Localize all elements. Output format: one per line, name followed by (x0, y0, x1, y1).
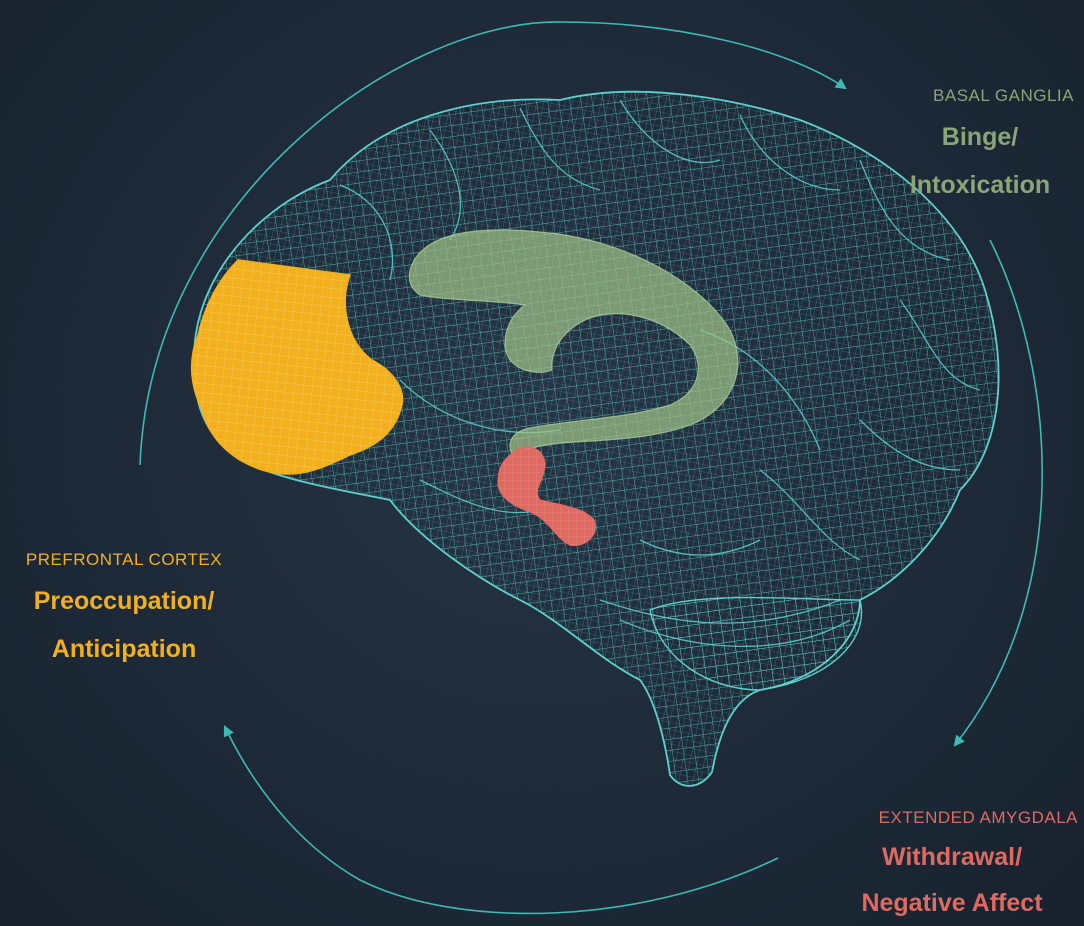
basal-ganglia-label: BASAL GANGLIA Binge/ Intoxication (880, 86, 1080, 202)
withdrawal-negative-affect-stage-line1: Withdrawal/ (820, 840, 1084, 874)
basal-ganglia-region-name: BASAL GANGLIA (880, 86, 1080, 106)
withdrawal-negative-affect-stage-line2: Negative Affect (820, 886, 1084, 920)
binge-intoxication-stage-line1: Binge/ (880, 120, 1080, 154)
extended-amygdala-label: EXTENDED AMYGDALA Withdrawal/ Negative A… (820, 808, 1084, 920)
extended-amygdala-region-name: EXTENDED AMYGDALA (820, 808, 1084, 828)
prefrontal-cortex-label: PREFRONTAL CORTEX Preoccupation/ Anticip… (0, 550, 248, 666)
binge-intoxication-stage-line2: Intoxication (880, 168, 1080, 202)
preoccupation-anticipation-stage-line1: Preoccupation/ (0, 584, 248, 618)
prefrontal-cortex-region-name: PREFRONTAL CORTEX (0, 550, 248, 570)
preoccupation-anticipation-stage-line2: Anticipation (0, 632, 248, 666)
